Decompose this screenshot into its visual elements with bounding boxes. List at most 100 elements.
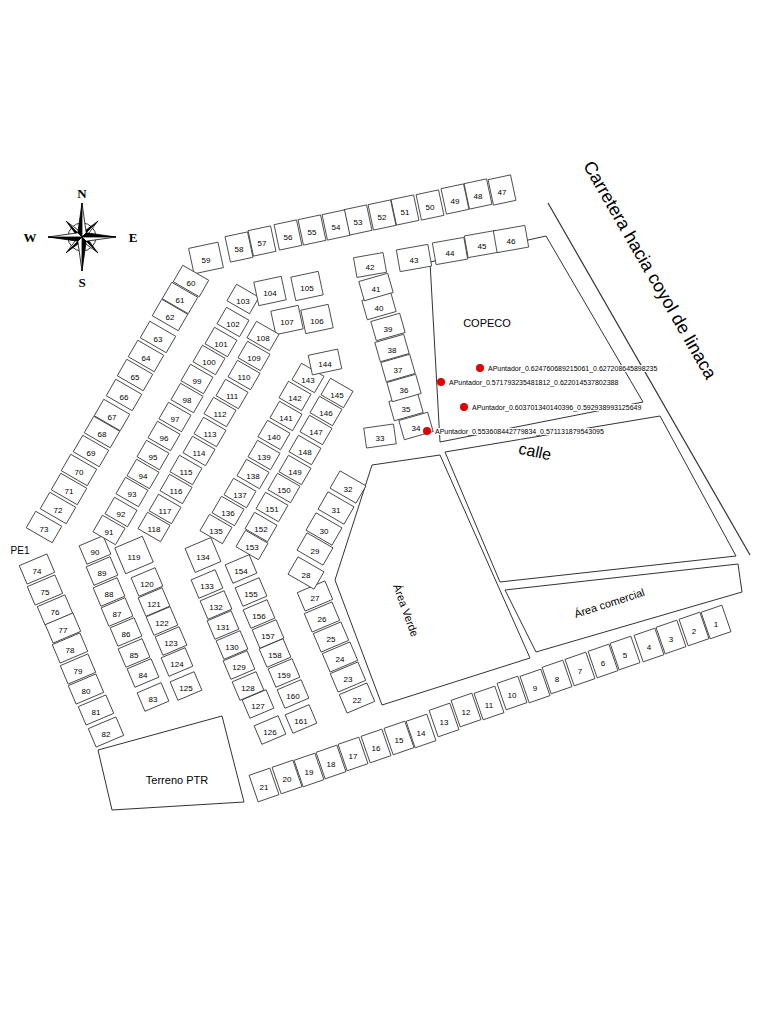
lot-outline [364,424,396,448]
lot-number: 73 [40,525,49,534]
lot-number: 29 [311,541,320,557]
lot-number: 79 [74,667,83,676]
lot-number: 97 [171,415,180,424]
lot-number: 130 [225,643,238,652]
lot-number: 114 [193,443,206,459]
lot-outline [225,555,257,584]
lot-number: 46 [507,237,516,246]
lot-number: 109 [247,354,260,363]
lot-number: 127 [251,696,264,712]
lot-number: 112 [214,410,227,419]
lot-number: 49 [451,191,460,207]
lot-number: 111 [226,392,238,401]
lot-number: 145 [330,385,343,401]
lot-number: 83 [149,689,158,705]
lot-number: 110 [238,373,251,382]
lot-number: 69 [87,449,96,458]
lot-number: 67 [108,413,117,422]
lot-number: 33 [376,434,385,443]
lot-number: 74 [33,567,42,576]
lot-number: 151 [265,505,278,514]
lot-number: 35 [402,405,411,414]
lot-number: 153 [245,543,258,552]
lot-number: 98 [183,396,192,405]
lot-number: 25 [327,635,336,644]
lot-number: 78 [66,640,75,656]
lot-outline [429,703,459,737]
lot-number: 12 [462,702,471,718]
lot-outline [248,226,276,256]
lot-number: 152 [254,519,267,535]
lot-number: 56 [284,227,293,243]
lot-number: 71 [65,481,74,497]
lot-number: 118 [148,525,161,534]
lot-number: 112 [214,404,227,420]
lot-number: 125 [179,678,192,694]
lot-number: 45 [478,236,487,252]
green-area [335,455,530,705]
lot-number: 155 [244,584,257,600]
lot-number: 133 [200,582,213,591]
lot-number: 21 [260,777,269,793]
lot-number: 69 [87,443,96,459]
lot-outline [291,271,323,300]
lot-number: 53 [354,218,363,227]
pointer-label: APuntador_0.624760689215061_0.6272086458… [487,365,658,372]
lot-number: 71 [65,487,74,496]
lot-number: 33 [376,428,385,444]
pointer-label: APuntador_0.553608442779834_0.5711318795… [434,428,605,435]
lot-number: 84 [139,671,148,680]
lot-number: 86 [122,630,131,639]
lot-number: 31 [332,506,341,515]
lot-outline [441,184,469,214]
lot-number: 93 [128,490,137,499]
lot-number: 13 [440,712,449,728]
lot-number: 117 [159,507,172,516]
pointer-label: APuntador_0.571793235481812_0.6220145378… [448,379,619,386]
lot-number: 72 [54,500,63,516]
lot-number: 135 [209,527,222,536]
lot-number: 64 [142,348,151,364]
lot-number: 73 [40,519,49,535]
lot-number: 8 [555,669,559,685]
lot-number: 128 [241,678,254,694]
lot-number: 148 [298,442,311,458]
lot-number: 119 [128,553,141,562]
lot-number: 154 [234,561,247,577]
lower-area [445,416,736,582]
road-name: Carretera hacia coyol de linaca [580,157,721,383]
lot-number: 105 [300,278,313,294]
lot-number: 132 [209,597,222,613]
lot-number: 96 [160,428,169,444]
lot-number: 135 [209,521,222,537]
lot-number: 96 [160,434,169,443]
lot-outline [217,307,249,336]
lot-number: 140 [267,433,280,442]
lot-number: 137 [233,491,246,500]
lot-number: 81 [92,708,101,717]
lot-outline [191,570,223,599]
area-name: COPECO [463,317,511,329]
lot-number: 55 [308,222,317,238]
lot-number: 22 [353,696,362,705]
pointer-dots [423,364,484,435]
lot-number: 126 [263,728,276,737]
lot-number: 136 [221,509,234,518]
lot-outline [368,200,396,230]
lot-number: 76 [51,602,60,618]
lot-number: 95 [149,447,158,463]
lot-number: 139 [257,453,270,462]
lot-number: 156 [252,606,265,622]
lot-number: 157 [261,632,274,641]
lot-number: 153 [245,537,258,553]
lot-number: 150 [277,486,290,495]
lot-number: 47 [498,182,507,198]
lot-number: 107 [280,312,293,328]
lot-number: 15 [395,730,404,746]
lot-number: 131 [216,623,229,632]
lot-number: 23 [344,675,353,684]
lot-number: 83 [149,695,158,704]
lot-number: 101 [214,340,227,349]
lot-number: 77 [59,626,68,635]
lot-outline [277,680,309,709]
